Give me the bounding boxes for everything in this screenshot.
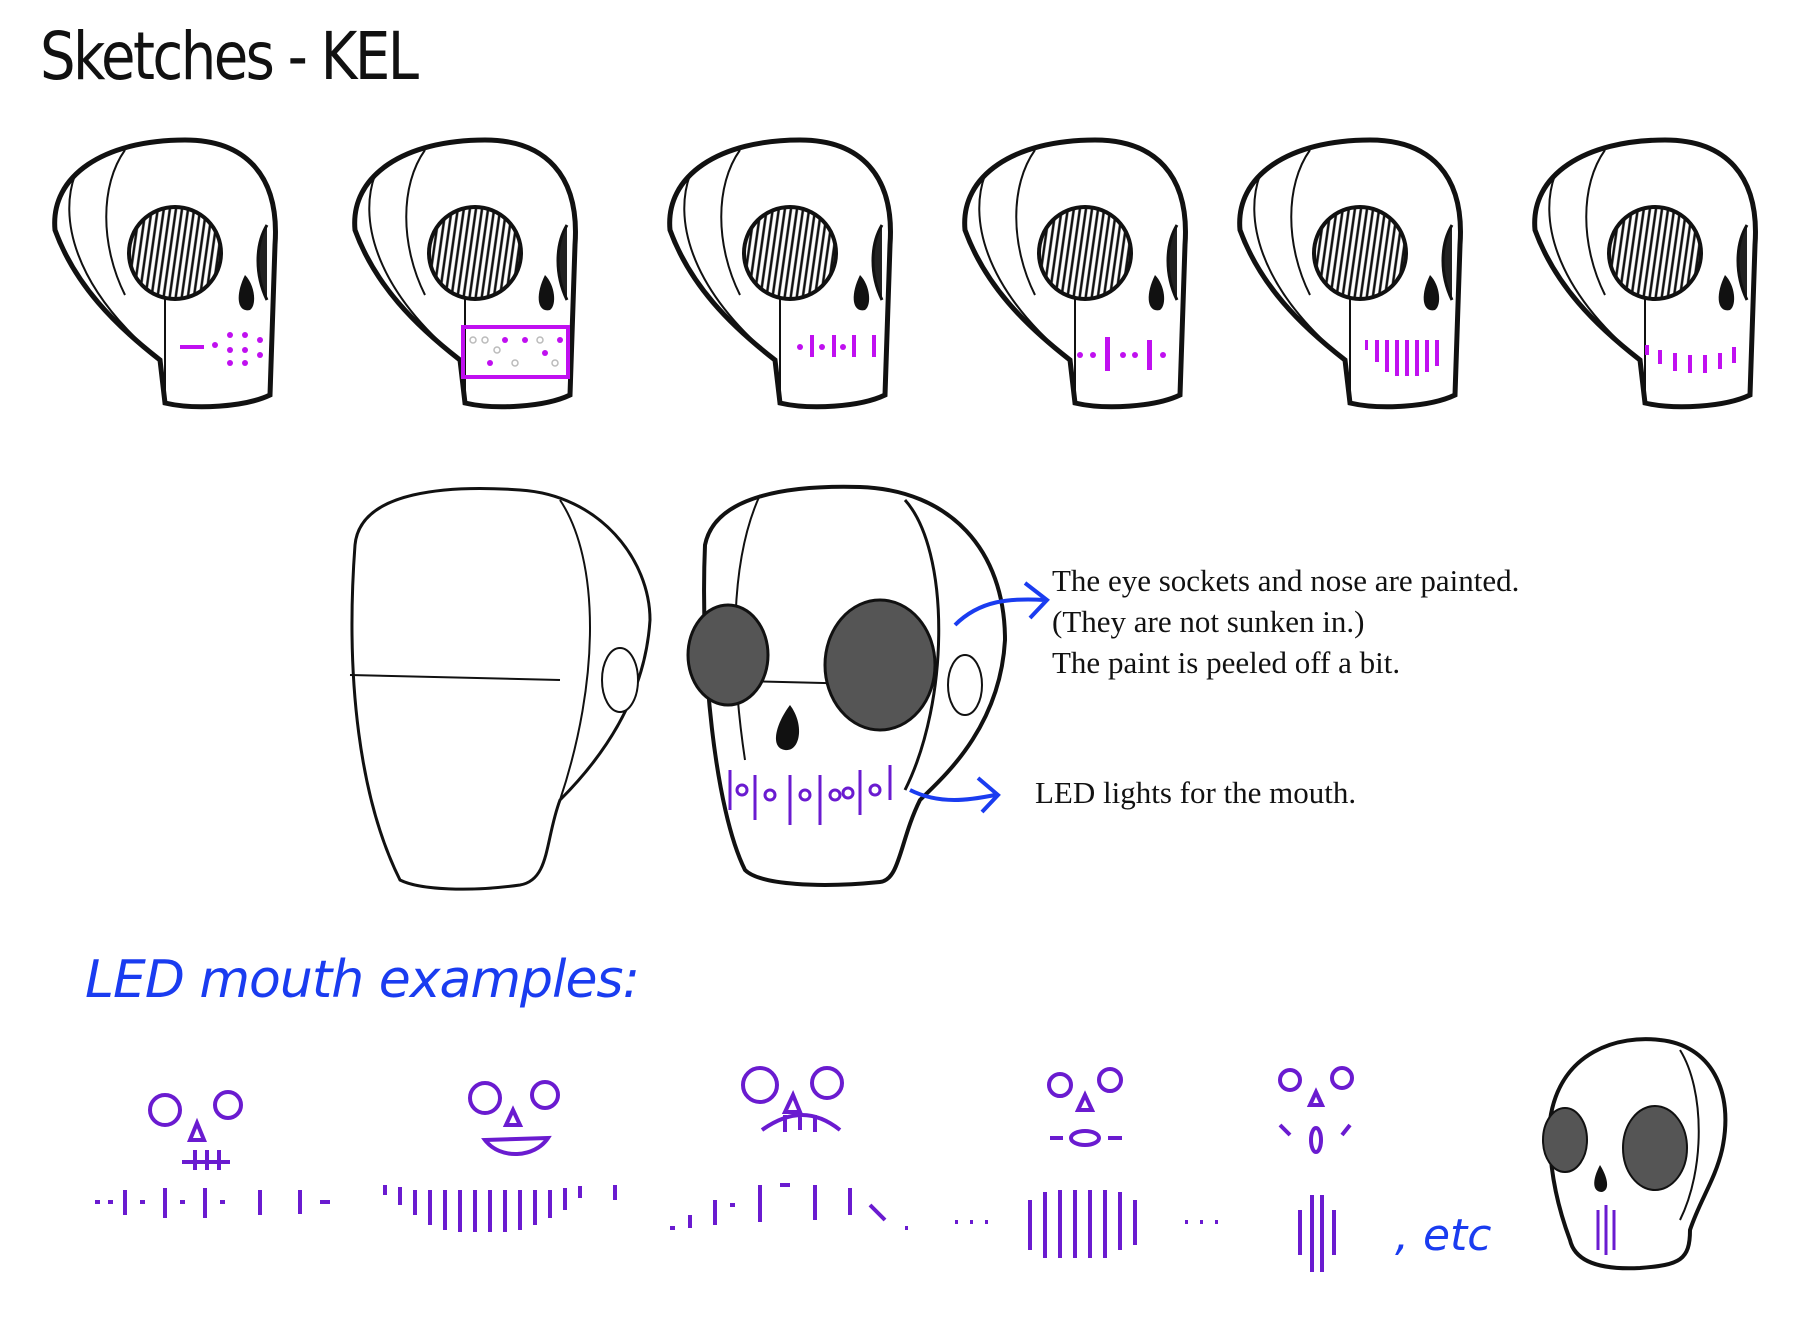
skull-sketch-6: [1535, 140, 1756, 407]
mouth-examples-heading: LED mouth examples:: [85, 950, 640, 1010]
skull-sketch-1: [55, 140, 276, 407]
head-back-view: [349, 487, 652, 891]
note-line: The eye sockets and nose are painted.: [1052, 563, 1520, 598]
led-matrix-mouth: [461, 325, 570, 379]
skull-sketch-5: [1240, 140, 1461, 407]
mouth-example-4: [1028, 1067, 1137, 1258]
painted-eye-socket-left: [686, 603, 770, 707]
etc-label: , etc: [1395, 1210, 1492, 1261]
mouth-example-3: [670, 1066, 908, 1230]
painted-nose: [775, 705, 800, 751]
skull-sketch-2: [355, 140, 576, 407]
painted-eye-socket-right: [823, 598, 937, 732]
note-line: The paint is peeled off a bit.: [1052, 645, 1401, 680]
led-mouth-pattern-1: [180, 332, 263, 366]
mouth-example-2: [383, 1080, 617, 1232]
arrow-icon: [909, 581, 1050, 814]
head-front-view: [686, 484, 1008, 887]
sheet-title: Sketches - KEL: [40, 18, 419, 95]
painted-note: The eye sockets and nose are painted. (T…: [1052, 560, 1519, 683]
skull-sketch-3: [670, 140, 891, 407]
mouth-example-1: [95, 1090, 330, 1218]
led-note: LED lights for the mouth.: [1035, 775, 1357, 810]
led-mouth-examples: [95, 1066, 1354, 1272]
led-mouth-strip: [728, 765, 892, 825]
mouth-example-5: [1278, 1066, 1354, 1272]
small-skull-front: [1542, 1037, 1728, 1271]
note-line: (They are not sunken in.): [1052, 604, 1365, 639]
skull-sketch-4: [965, 140, 1186, 407]
